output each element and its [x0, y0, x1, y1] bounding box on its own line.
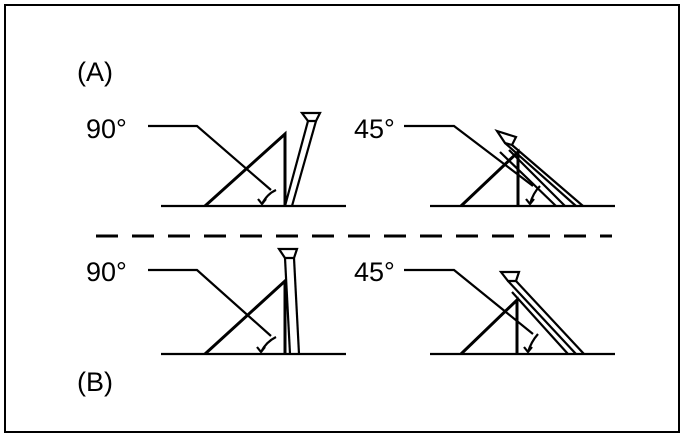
a-left-figure [148, 111, 346, 208]
b-left-set-square [203, 277, 287, 356]
b-left-leader-line [148, 268, 272, 337]
a-right-blade [494, 129, 584, 207]
a-right-leader-line [404, 124, 534, 187]
a-left-set-square [203, 130, 287, 208]
b-right-set-square [459, 296, 519, 356]
b-left-angle-label: 90° [86, 257, 127, 287]
b-right-angle-arrow [523, 346, 533, 354]
a-right-set-square [459, 148, 520, 208]
b-right-angle-label: 45° [354, 257, 395, 287]
diagram-frame [4, 4, 680, 433]
b-left-figure [148, 247, 346, 356]
b-right-leader-line [404, 268, 534, 335]
b-left-angle-arrow [256, 346, 266, 354]
b-left-blade [276, 247, 301, 355]
section-a-label: (A) [77, 57, 113, 87]
b-right-blade [498, 270, 585, 355]
a-left-blade [283, 111, 322, 207]
section-b-label: (B) [77, 367, 113, 397]
a-right-figure [404, 124, 615, 208]
a-right-angle-label: 45° [354, 114, 395, 144]
a-left-angle-label: 90° [86, 114, 127, 144]
a-left-angle-arrow [257, 198, 267, 206]
a-left-leader-line [148, 124, 272, 191]
a-right-angle-arrow [525, 198, 535, 206]
b-right-figure [404, 268, 615, 356]
